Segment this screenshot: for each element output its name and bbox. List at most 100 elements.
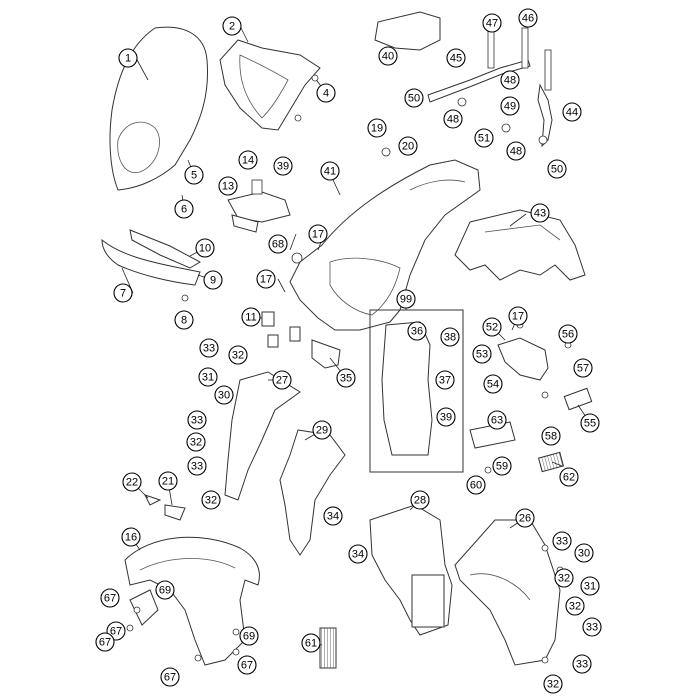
callout-number: 50: [408, 93, 420, 105]
callout-circle: [336, 368, 356, 388]
part-front-fender: [124, 536, 260, 666]
callout-number: 32: [569, 601, 581, 613]
callout-circle: [174, 310, 194, 330]
part-clips: [261, 311, 301, 348]
callout-circle: [440, 327, 460, 347]
callout-c16: 16: [121, 527, 141, 547]
callout-number: 33: [576, 659, 588, 671]
callout-circle: [483, 374, 503, 394]
callout-circle: [518, 8, 538, 28]
callout-number: 99: [400, 294, 412, 306]
callout-c35: 35: [336, 368, 356, 388]
callout-circle: [543, 674, 563, 694]
callout-number: 47: [486, 18, 498, 30]
part-windscreen: [109, 26, 209, 191]
callout-circle: [187, 456, 207, 476]
callout-circle: [272, 370, 292, 390]
callout-c48a: 48: [500, 70, 520, 90]
callout-circle: [218, 176, 238, 196]
callout-c30a: 30: [214, 385, 234, 405]
callout-circle: [198, 367, 218, 387]
callout-c2: 2: [222, 16, 242, 36]
callout-c57: 57: [573, 358, 593, 378]
callout-number: 50: [551, 164, 563, 176]
callout-number: 6: [181, 204, 187, 216]
fasteners: [126, 74, 572, 664]
part-grab-bars: [427, 27, 553, 148]
callout-number: 59: [496, 461, 508, 473]
callout-number: 32: [547, 679, 559, 691]
callout-circle: [100, 588, 120, 608]
callout-c22: 22: [122, 472, 142, 492]
callout-c33d: 33: [552, 531, 572, 551]
callout-circle: [500, 96, 520, 116]
callout-c53: 53: [472, 344, 492, 364]
callout-circle: [446, 48, 466, 68]
callout-c38: 38: [440, 327, 460, 347]
callout-c39a: 39: [273, 156, 293, 176]
callout-c32d: 32: [554, 568, 574, 588]
callout-circle: [580, 576, 600, 596]
callout-number: 17: [260, 274, 272, 286]
part-reflector: [563, 387, 593, 411]
callout-c4: 4: [316, 83, 336, 103]
callout-c41: 41: [320, 161, 340, 181]
callout-circle: [238, 150, 258, 170]
callout-circle: [500, 70, 520, 90]
callout-number: 32: [190, 437, 202, 449]
callout-circle: [554, 568, 574, 588]
part-nose-fairing: [101, 229, 202, 286]
callout-circle: [195, 238, 215, 258]
callout-number: 39: [277, 161, 289, 173]
callout-number: 43: [534, 208, 546, 220]
callout-c10: 10: [195, 238, 215, 258]
part-reflector-61: [319, 627, 337, 669]
callout-number: 36: [411, 326, 423, 338]
callout-number: 58: [545, 431, 557, 443]
callout-number: 7: [120, 288, 126, 300]
callout-c56: 56: [558, 324, 578, 344]
callout-number: 2: [229, 21, 235, 33]
callout-c44: 44: [562, 102, 582, 122]
part-side-panel-29: [279, 429, 346, 556]
callout-labels: 1245678910111314161717171920212226272829…: [95, 8, 602, 694]
callout-circle: [482, 317, 502, 337]
callout-number: 67: [99, 637, 111, 649]
callout-c32f: 32: [543, 674, 563, 694]
callout-c19: 19: [367, 118, 387, 138]
callout-number: 34: [327, 511, 339, 523]
callout-number: 46: [522, 13, 534, 25]
callout-c34a: 34: [323, 506, 343, 526]
callout-number: 17: [312, 229, 324, 241]
callout-circle: [228, 345, 248, 365]
callout-c17c: 17: [508, 306, 528, 326]
callout-number: 30: [578, 548, 590, 560]
callout-circle: [558, 324, 578, 344]
callout-circle: [435, 370, 455, 390]
callout-circle: [410, 490, 430, 510]
kit-frame-99: [369, 309, 464, 473]
callout-number: 52: [486, 322, 498, 334]
callout-circle: [472, 344, 492, 364]
callout-circle: [186, 432, 206, 452]
part-plate-bracket: [497, 337, 549, 381]
callout-c46: 46: [518, 8, 538, 28]
callout-circle: [222, 16, 242, 36]
callout-c14: 14: [238, 150, 258, 170]
callout-c55: 55: [580, 413, 600, 433]
callout-number: 33: [191, 415, 203, 427]
callout-number: 28: [414, 495, 426, 507]
callout-number: 26: [519, 513, 531, 525]
callout-c11: 11: [241, 307, 261, 327]
part-side-panel-28: [369, 504, 453, 636]
callout-number: 32: [232, 350, 244, 362]
part-pad: [311, 339, 341, 369]
callout-circle: [541, 426, 561, 446]
callout-c60: 60: [466, 475, 486, 495]
callout-number: 69: [159, 585, 171, 597]
callout-c43: 43: [530, 203, 550, 223]
part-pad-22: [144, 494, 162, 506]
callout-c6: 6: [174, 199, 194, 219]
callout-c67d: 67: [160, 667, 180, 687]
